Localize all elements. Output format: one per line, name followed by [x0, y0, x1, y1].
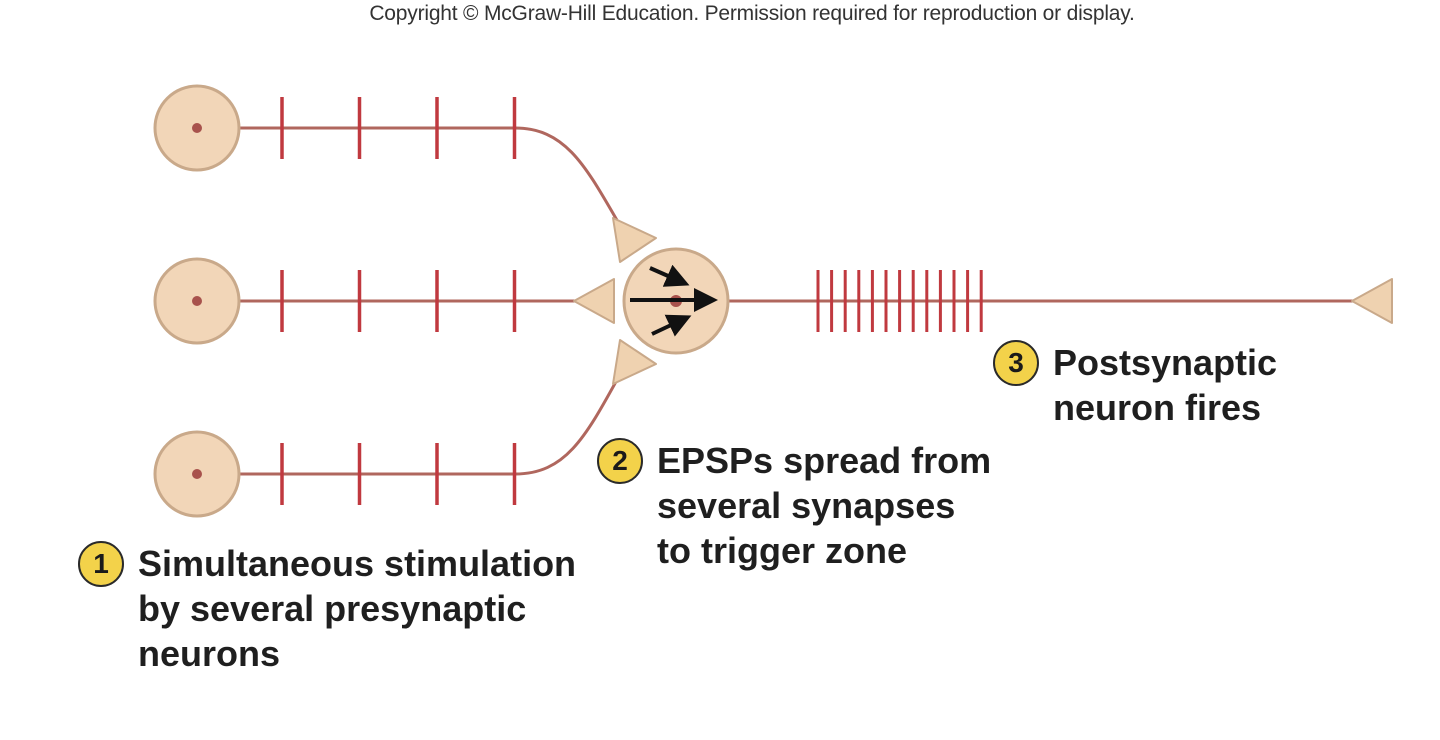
copyright-notice: Copyright © McGraw-Hill Education. Permi… — [369, 2, 1135, 25]
synaptic-terminal-middle — [573, 278, 615, 324]
synaptic-terminal-bottom — [612, 339, 657, 385]
step-1-line-2: by several presynaptic — [138, 588, 527, 629]
step-3-badge: 3 — [993, 340, 1039, 386]
axon-terminal-end — [1351, 278, 1393, 324]
presynaptic-axons — [238, 126, 1370, 476]
step-1-callout: 1 Simultaneous stimulation by several pr… — [78, 541, 576, 676]
synaptic-terminal-top — [612, 217, 657, 263]
step-2-text: EPSPs spread from several synapses to tr… — [657, 438, 991, 573]
impulse-marks — [280, 97, 983, 505]
step-1-line-3: neurons — [138, 633, 281, 674]
epsp-arrows — [630, 264, 718, 337]
epsp-arrow — [649, 264, 690, 287]
step-2-badge: 2 — [597, 438, 643, 484]
nucleus — [192, 123, 202, 133]
step-2-line-1: EPSPs spread from — [657, 440, 992, 481]
step-2-callout: 2 EPSPs spread from several synapses to … — [597, 438, 991, 573]
axon-top — [238, 126, 620, 223]
neuron-cell-bodies — [153, 84, 730, 518]
axon-bottom — [238, 377, 620, 476]
step-2-line-2: several synapses — [657, 485, 956, 526]
nucleus — [192, 296, 202, 306]
step-1-line-1: Simultaneous stimulation — [138, 543, 577, 584]
step-3-callout: 3 Postsynaptic neuron fires — [993, 340, 1277, 430]
step-3-line-1: Postsynaptic — [1053, 342, 1278, 383]
step-2-line-3: to trigger zone — [657, 530, 907, 571]
epsp-arrow — [651, 314, 692, 337]
step-1-text: Simultaneous stimulation by several pres… — [138, 541, 576, 676]
step-3-text: Postsynaptic neuron fires — [1053, 340, 1277, 430]
nucleus — [192, 469, 202, 479]
step-1-badge: 1 — [78, 541, 124, 587]
step-3-line-2: neuron fires — [1053, 387, 1262, 428]
synaptic-terminals — [573, 217, 1393, 385]
